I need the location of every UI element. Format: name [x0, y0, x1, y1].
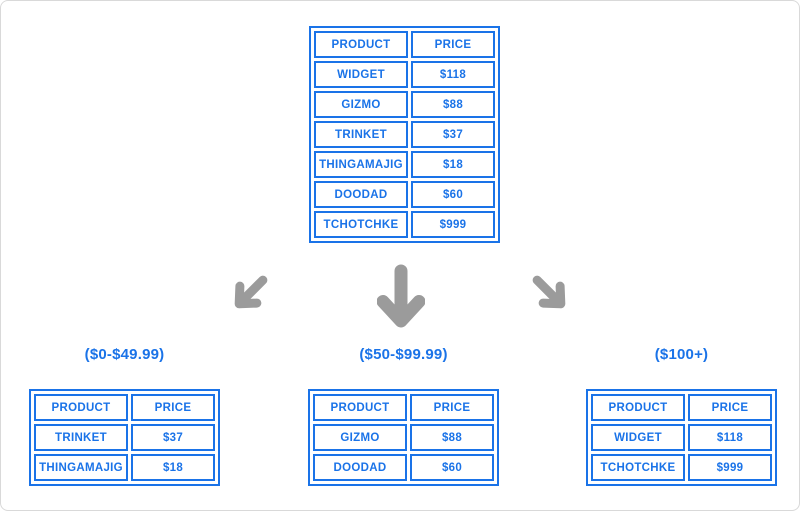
- product-cell: WIDGET: [591, 424, 685, 451]
- price-cell: $60: [411, 181, 495, 208]
- column-header-product: PRODUCT: [313, 394, 407, 421]
- table-row: TRINKET $37: [314, 121, 495, 148]
- arrow-down-right-icon: [522, 265, 577, 320]
- price-cell: $118: [411, 61, 495, 88]
- column-header-price: PRICE: [688, 394, 772, 421]
- product-cell: THINGAMAJIG: [34, 454, 128, 481]
- table-row: DOODAD $60: [313, 454, 494, 481]
- table-header-row: PRODUCT PRICE: [313, 394, 494, 421]
- price-cell: $37: [131, 424, 215, 451]
- table-row: TCHOTCHKE $999: [314, 211, 495, 238]
- price-cell: $88: [411, 91, 495, 118]
- column-header-product: PRODUCT: [314, 31, 408, 58]
- group-table-high-range: PRODUCT PRICE WIDGET $118 TCHOTCHKE $999: [586, 389, 777, 486]
- table-row: TRINKET $37: [34, 424, 215, 451]
- product-cell: GIZMO: [314, 91, 408, 118]
- main-product-table: PRODUCT PRICE WIDGET $118 GIZMO $88 TRIN…: [309, 26, 500, 243]
- product-cell: DOODAD: [313, 454, 407, 481]
- product-cell: TRINKET: [34, 424, 128, 451]
- column-header-price: PRICE: [410, 394, 494, 421]
- product-cell: WIDGET: [314, 61, 408, 88]
- table-header-row: PRODUCT PRICE: [314, 31, 495, 58]
- table-row: DOODAD $60: [314, 181, 495, 208]
- table-row: TCHOTCHKE $999: [591, 454, 772, 481]
- group-label-mid-range: ($50-$99.99): [359, 346, 448, 363]
- arrow-down-left-icon: [223, 265, 278, 320]
- price-cell: $18: [131, 454, 215, 481]
- price-cell: $88: [410, 424, 494, 451]
- price-cell: $18: [411, 151, 495, 178]
- group-label-low-range: ($0-$49.99): [84, 346, 165, 363]
- product-cell: DOODAD: [314, 181, 408, 208]
- product-cell: TRINKET: [314, 121, 408, 148]
- arrow-down-icon: [377, 264, 425, 330]
- price-cell: $118: [688, 424, 772, 451]
- table-row: GIZMO $88: [314, 91, 495, 118]
- column-header-price: PRICE: [131, 394, 215, 421]
- table-row: THINGAMAJIG $18: [34, 454, 215, 481]
- product-cell: TCHOTCHKE: [314, 211, 408, 238]
- price-cell: $999: [688, 454, 772, 481]
- table-row: WIDGET $118: [314, 61, 495, 88]
- group-table-mid-range: PRODUCT PRICE GIZMO $88 DOODAD $60: [308, 389, 499, 486]
- column-header-product: PRODUCT: [591, 394, 685, 421]
- table-header-row: PRODUCT PRICE: [34, 394, 215, 421]
- product-cell: TCHOTCHKE: [591, 454, 685, 481]
- table-header-row: PRODUCT PRICE: [591, 394, 772, 421]
- table-row: THINGAMAJIG $18: [314, 151, 495, 178]
- column-header-product: PRODUCT: [34, 394, 128, 421]
- group-table-low-range: PRODUCT PRICE TRINKET $37 THINGAMAJIG $1…: [29, 389, 220, 486]
- product-cell: GIZMO: [313, 424, 407, 451]
- price-cell: $999: [411, 211, 495, 238]
- price-cell: $60: [410, 454, 494, 481]
- product-cell: THINGAMAJIG: [314, 151, 408, 178]
- price-cell: $37: [411, 121, 495, 148]
- table-row: GIZMO $88: [313, 424, 494, 451]
- group-label-high-range: ($100+): [654, 346, 709, 363]
- column-header-price: PRICE: [411, 31, 495, 58]
- table-row: WIDGET $118: [591, 424, 772, 451]
